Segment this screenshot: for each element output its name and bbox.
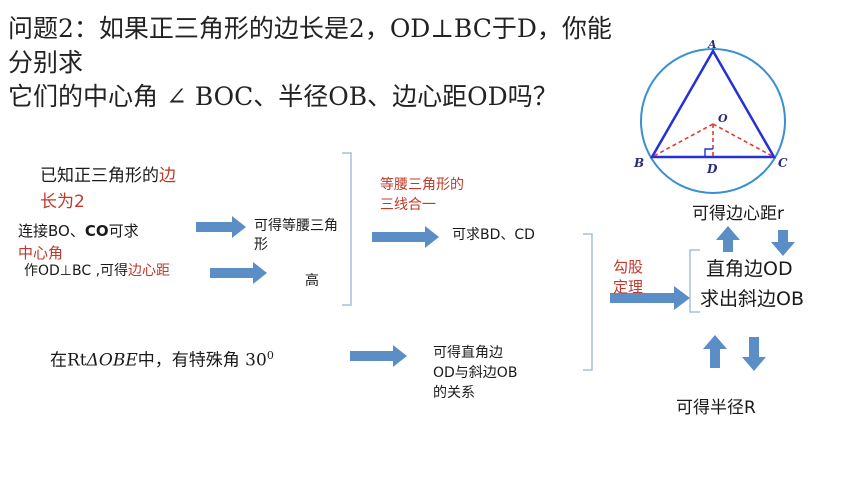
bracket-left-group <box>342 152 352 306</box>
pythagorean-line1: 勾股 <box>613 258 644 276</box>
bracket-result <box>689 249 700 313</box>
right-angle-mark <box>704 148 713 157</box>
known-mid: 正三角形的 <box>74 166 159 186</box>
arrow-draw-od <box>210 262 267 284</box>
arrow-pythagorean <box>610 286 690 310</box>
central-angle-label: 中心角 <box>18 244 64 262</box>
connect-bold: CO <box>84 222 109 240</box>
question-line-1: 问题2：如果正三角形的边长是2，OD⊥BC于D，你能 <box>8 14 612 43</box>
special-mid: 中，有特殊角 30 <box>137 350 267 371</box>
arrow-down-radius <box>742 337 766 371</box>
right-leg-od: 直角边OD <box>706 258 793 280</box>
center-label-o: O <box>718 112 728 125</box>
find-hypotenuse: 求出斜边OB <box>700 288 804 310</box>
relation-line2: OD与斜边OB <box>433 365 518 381</box>
foot-label-d: D <box>707 162 718 176</box>
isosceles-line2: 形 <box>254 237 268 253</box>
arrow-up-apothem <box>716 226 740 252</box>
find-bd-cd: 可求BD、CD <box>452 227 535 243</box>
equilateral-triangle <box>649 48 777 159</box>
known-red-1: 边 <box>159 166 176 186</box>
relation-line3: 的关系 <box>433 385 475 401</box>
bracket-right-group <box>583 233 593 371</box>
property-line1: 等腰三角形的 <box>380 177 464 193</box>
segment-ob <box>651 123 714 158</box>
segment-oc <box>712 123 775 158</box>
question-line-3: 它们的中心角 ∠ BOC、半径OB、边心距OD吗？ <box>8 82 558 111</box>
connect-suffix: 可求 <box>108 222 139 240</box>
get-radius: 可得半径R <box>676 398 756 418</box>
vertex-label-b: B <box>634 156 645 170</box>
vertex-label-c: C <box>778 156 788 170</box>
get-apothem: 可得边心距r <box>692 204 784 224</box>
known-condition-line1: 已知正三角形的边 <box>40 164 176 188</box>
special-angle-text: 在RtΔOBE中，有特殊角 300 <box>50 344 274 373</box>
known-prefix: 已知 <box>40 166 74 186</box>
connect-prefix: 连接BO、 <box>18 222 85 240</box>
special-obe: ΔOBE <box>86 350 138 371</box>
arrow-down-result <box>771 230 795 256</box>
special-prefix: 在 <box>50 350 67 371</box>
arrow-up-hyp <box>703 335 727 368</box>
draw-od-prefix: 作OD⊥BC ,可得 <box>24 263 129 279</box>
draw-od-text: 作OD⊥BC ,可得边心距 <box>24 262 170 280</box>
pythagorean-line2: 定理 <box>613 278 644 296</box>
relation-line1: 可得直角边 <box>433 345 503 361</box>
special-rt: Rt <box>67 350 87 371</box>
arrow-connect <box>196 216 246 238</box>
connect-text: 连接BO、CO可求 <box>18 221 139 241</box>
apothem-red: 边心距 <box>128 263 171 279</box>
geometry-figure <box>640 48 786 194</box>
known-condition-line2: 长为2 <box>40 192 85 212</box>
arrow-special-angle <box>350 345 407 367</box>
special-sup: 0 <box>266 349 274 362</box>
height-label: 高 <box>305 273 319 289</box>
arrow-isosceles <box>372 226 439 248</box>
property-line2: 三线合一 <box>380 197 436 213</box>
vertex-label-a: A <box>708 38 717 51</box>
isosceles-line1: 可得等腰三角 <box>254 218 338 234</box>
question-line-2: 分别求 <box>8 48 84 77</box>
